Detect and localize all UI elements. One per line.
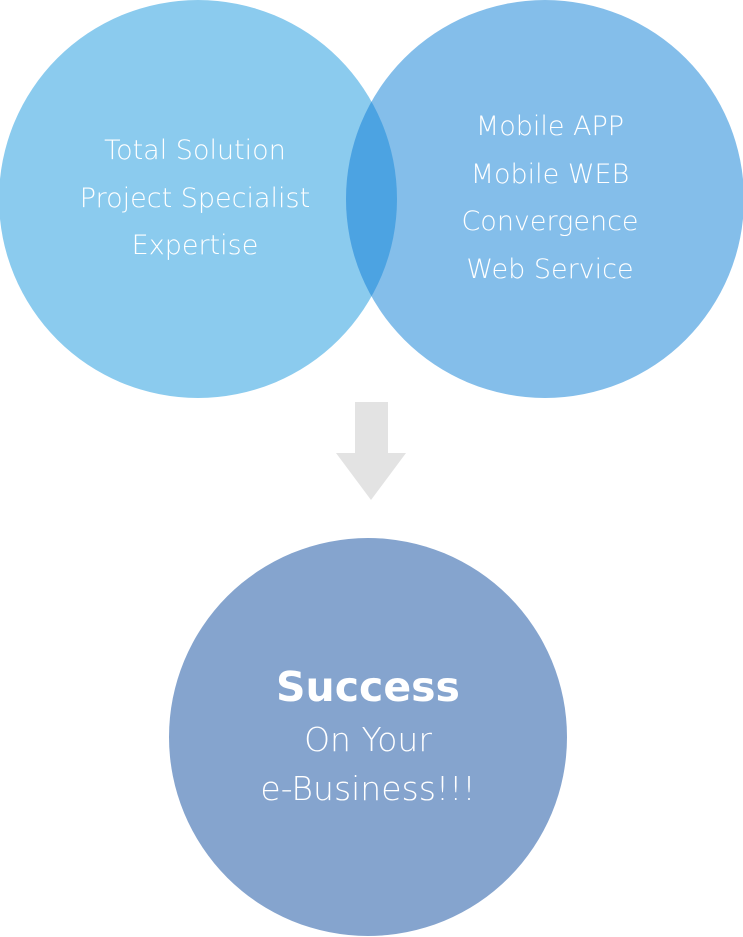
right-circle-line: Mobile WEB: [470, 158, 630, 190]
result-line: On Your: [304, 720, 432, 759]
result-circle-text: Success On Your e-Business!!!: [215, 659, 521, 813]
left-circle: [0, 0, 397, 398]
left-circle-line: Total Solution: [104, 135, 286, 166]
left-circle-text: Total Solution Project Specialist Expert…: [40, 127, 350, 270]
right-circle-text: Mobile APP Mobile WEB Convergence Web Se…: [397, 103, 703, 293]
result-line: e-Business!!!: [260, 769, 476, 808]
down-arrow-icon: [336, 402, 406, 500]
right-circle-line: Convergence: [461, 206, 639, 237]
result-circle: [169, 538, 567, 936]
right-circle: [346, 0, 743, 398]
right-circle-line: Mobile APP: [475, 111, 625, 142]
left-circle-line: Project Specialist: [79, 182, 311, 214]
left-circle-line: Expertise: [131, 230, 259, 261]
right-circle-line: Web Service: [466, 253, 634, 285]
result-headline: Success: [276, 663, 460, 711]
